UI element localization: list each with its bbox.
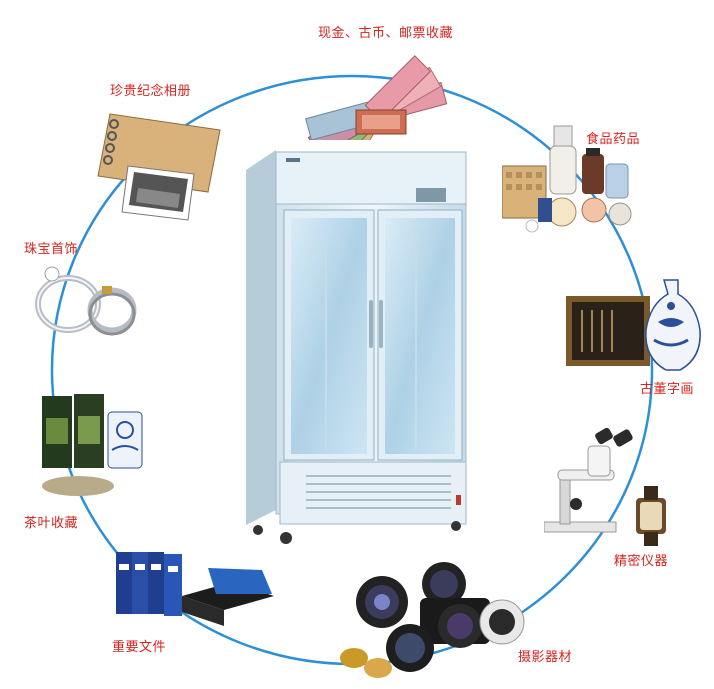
photo-album-icon bbox=[97, 113, 221, 221]
medicine-bottles-icon bbox=[502, 125, 632, 233]
display-cabinet-icon bbox=[246, 150, 467, 544]
banknotes-icon bbox=[305, 55, 448, 140]
porcelain-vase-icon bbox=[566, 279, 701, 371]
item-label: 珍贵纪念相册 bbox=[110, 84, 192, 99]
item-label: 摄影器材 bbox=[518, 650, 573, 665]
item-label: 精密仪器 bbox=[614, 554, 669, 569]
ring-icon bbox=[35, 266, 137, 336]
item-label: 现金、古币、邮票收藏 bbox=[318, 26, 454, 41]
item-label: 珠宝首饰 bbox=[24, 242, 79, 257]
item-label: 重要文件 bbox=[112, 640, 167, 655]
item-label: 食品药品 bbox=[586, 132, 641, 147]
item-label: 茶叶收藏 bbox=[24, 516, 79, 531]
tea-can-icon bbox=[42, 394, 143, 496]
camera-lens-icon bbox=[340, 562, 525, 678]
file-folder-icon bbox=[116, 552, 274, 626]
item-label: 古董字画 bbox=[640, 382, 695, 397]
microscope-icon bbox=[544, 427, 666, 546]
